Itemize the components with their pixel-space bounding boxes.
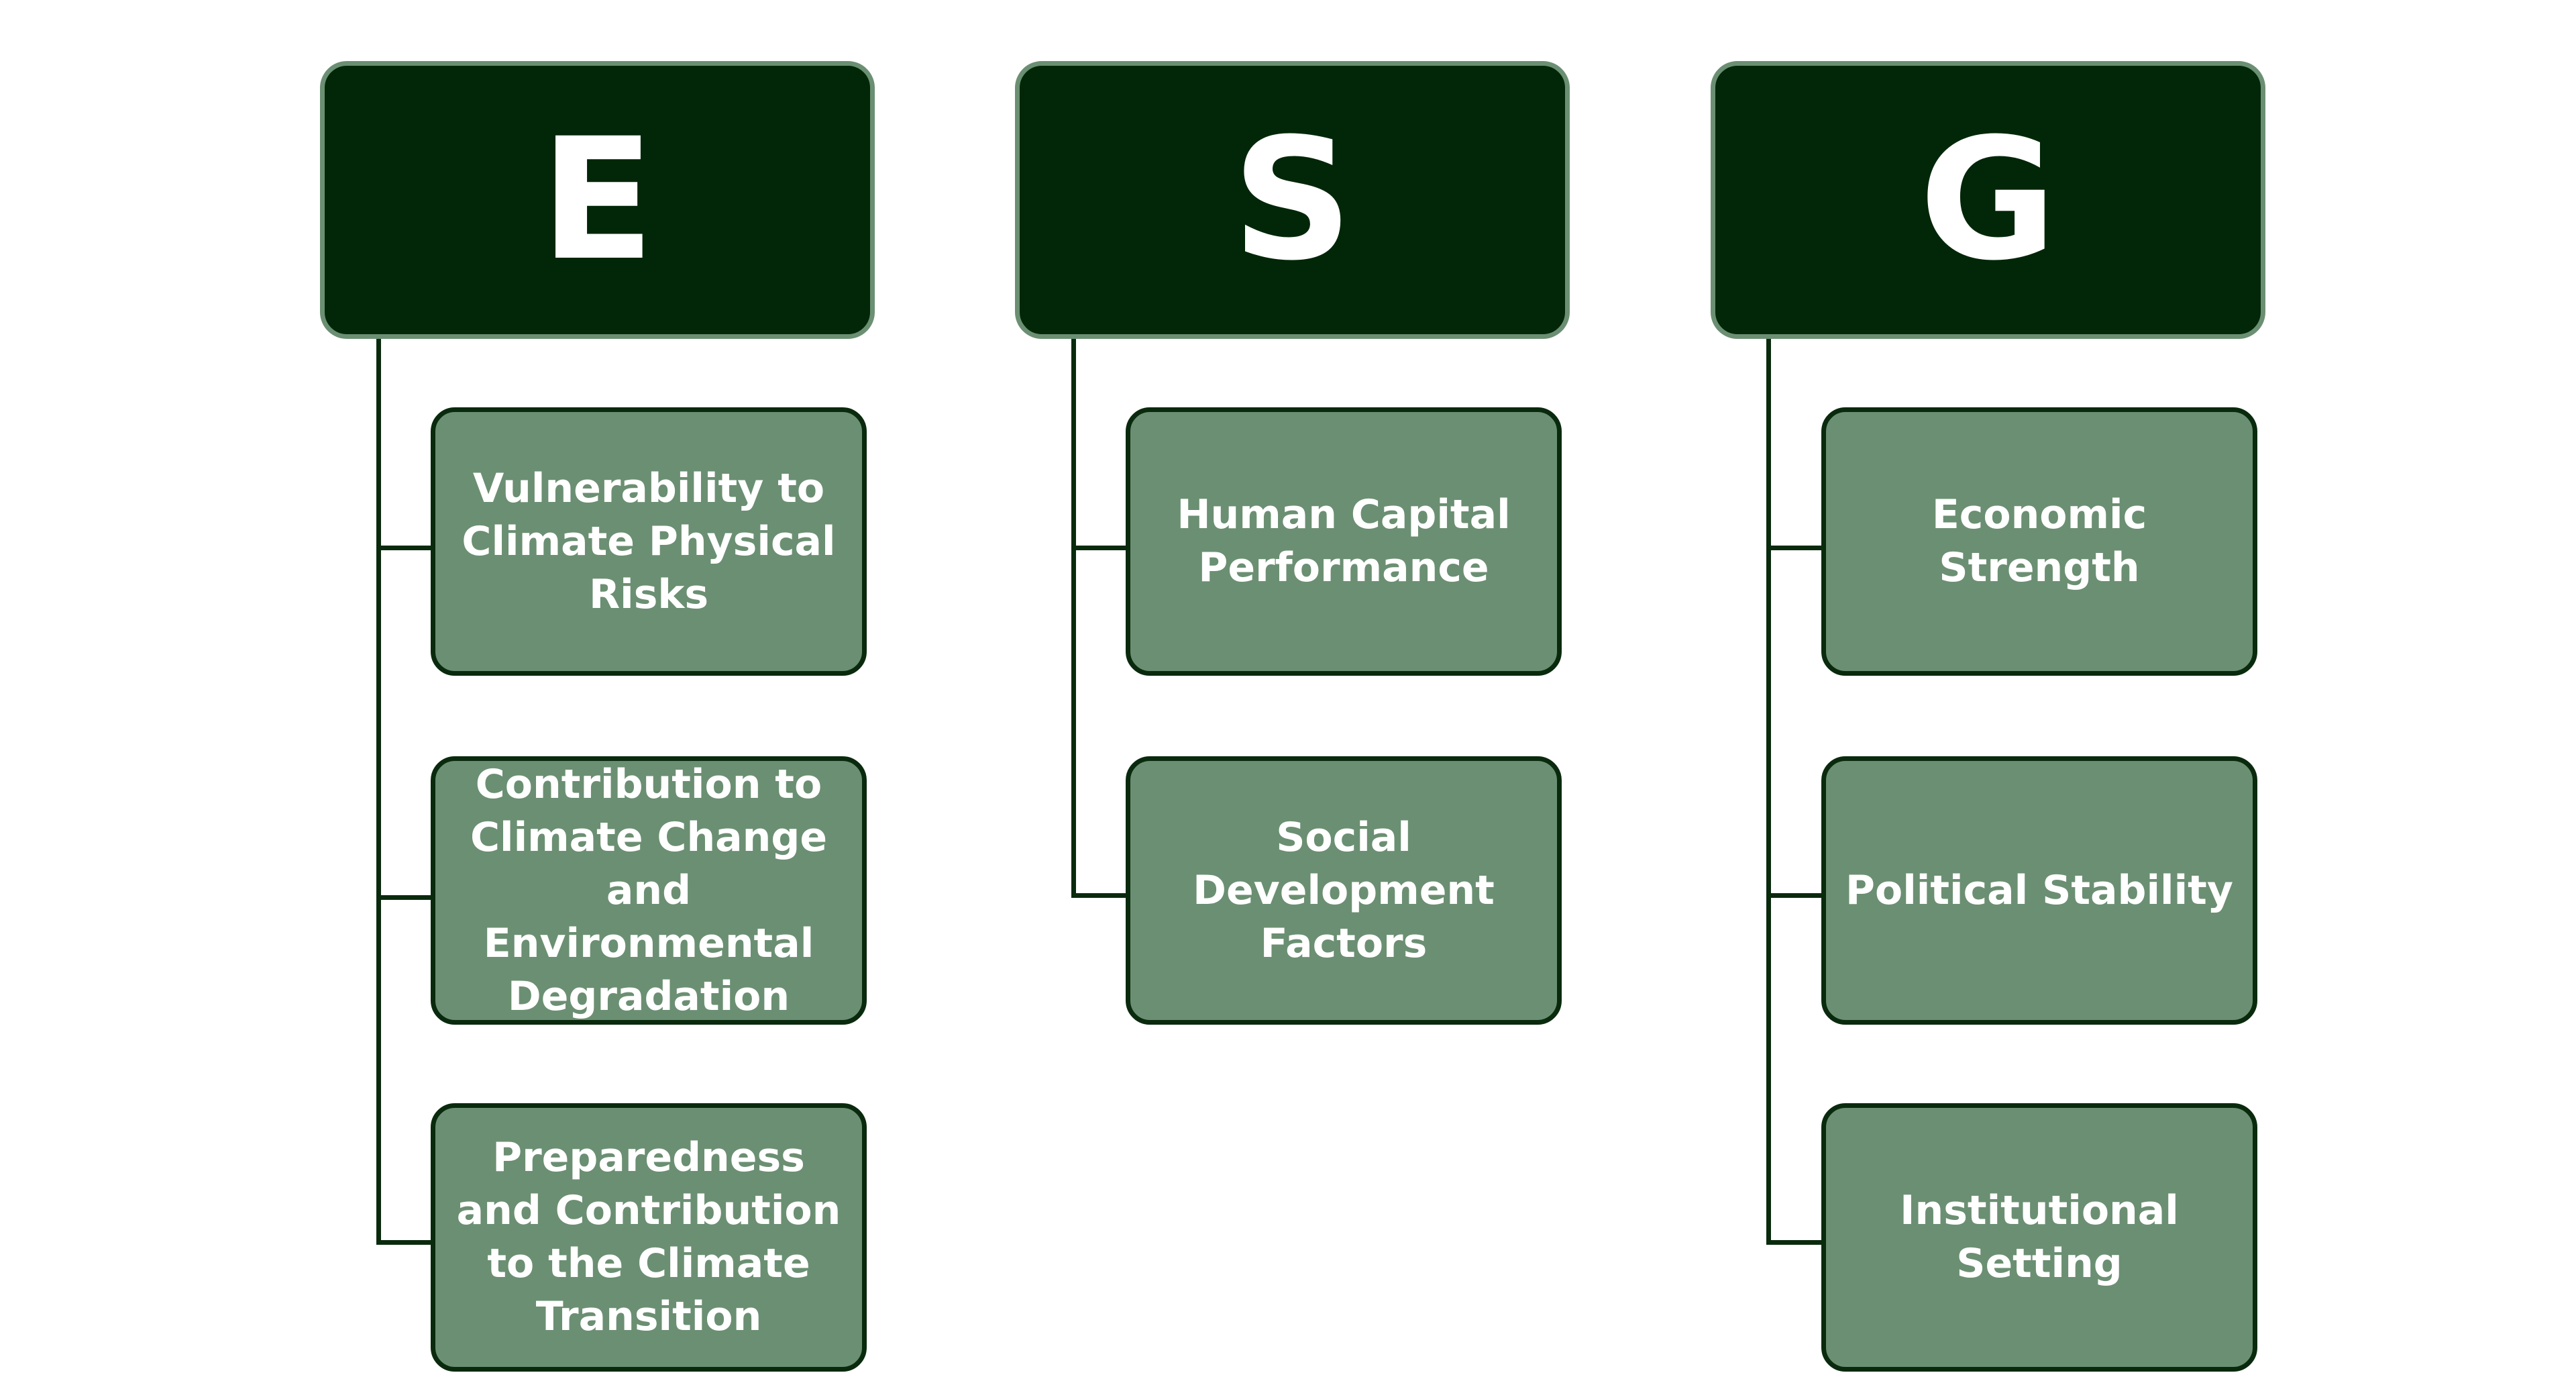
item-box: Economic Strength (1821, 407, 2257, 676)
item-box: Human Capital Performance (1126, 407, 1562, 676)
item-box: Vulnerability to Climate Physical Risks (431, 407, 867, 676)
connector-branch (1071, 893, 1128, 898)
header-e: E (320, 61, 875, 339)
item-box: Social Development Factors (1126, 756, 1562, 1025)
item-box: Institutional Setting (1821, 1103, 2257, 1372)
item-label: Political Stability (1845, 866, 2233, 914)
item-label: Vulnerability to Climate Physical Risks (462, 464, 836, 618)
connector-branch (1766, 893, 1823, 898)
connector-vertical (376, 339, 381, 1245)
connector-vertical (1071, 339, 1076, 897)
item-label: Human Capital Performance (1177, 491, 1511, 591)
item-label: Preparedness and Contribution to the Cli… (456, 1134, 841, 1340)
header-g: G (1711, 61, 2265, 339)
connector-vertical (1766, 339, 1771, 1245)
connector-branch (1071, 546, 1128, 550)
item-label: Economic Strength (1931, 491, 2147, 591)
item-label: Institutional Setting (1900, 1187, 2179, 1287)
item-label: Social Development Factors (1193, 813, 1495, 967)
item-box: Contribution to Climate Change and Envir… (431, 756, 867, 1025)
connector-branch (1766, 546, 1823, 550)
item-box: Preparedness and Contribution to the Cli… (431, 1103, 867, 1372)
connector-branch (376, 895, 433, 900)
connector-branch (376, 546, 433, 550)
connector-branch (1766, 1240, 1823, 1245)
connector-branch (376, 1240, 433, 1245)
item-label: Contribution to Climate Change and Envir… (470, 760, 828, 1020)
item-box: Political Stability (1821, 756, 2257, 1025)
header-s: S (1015, 61, 1570, 339)
